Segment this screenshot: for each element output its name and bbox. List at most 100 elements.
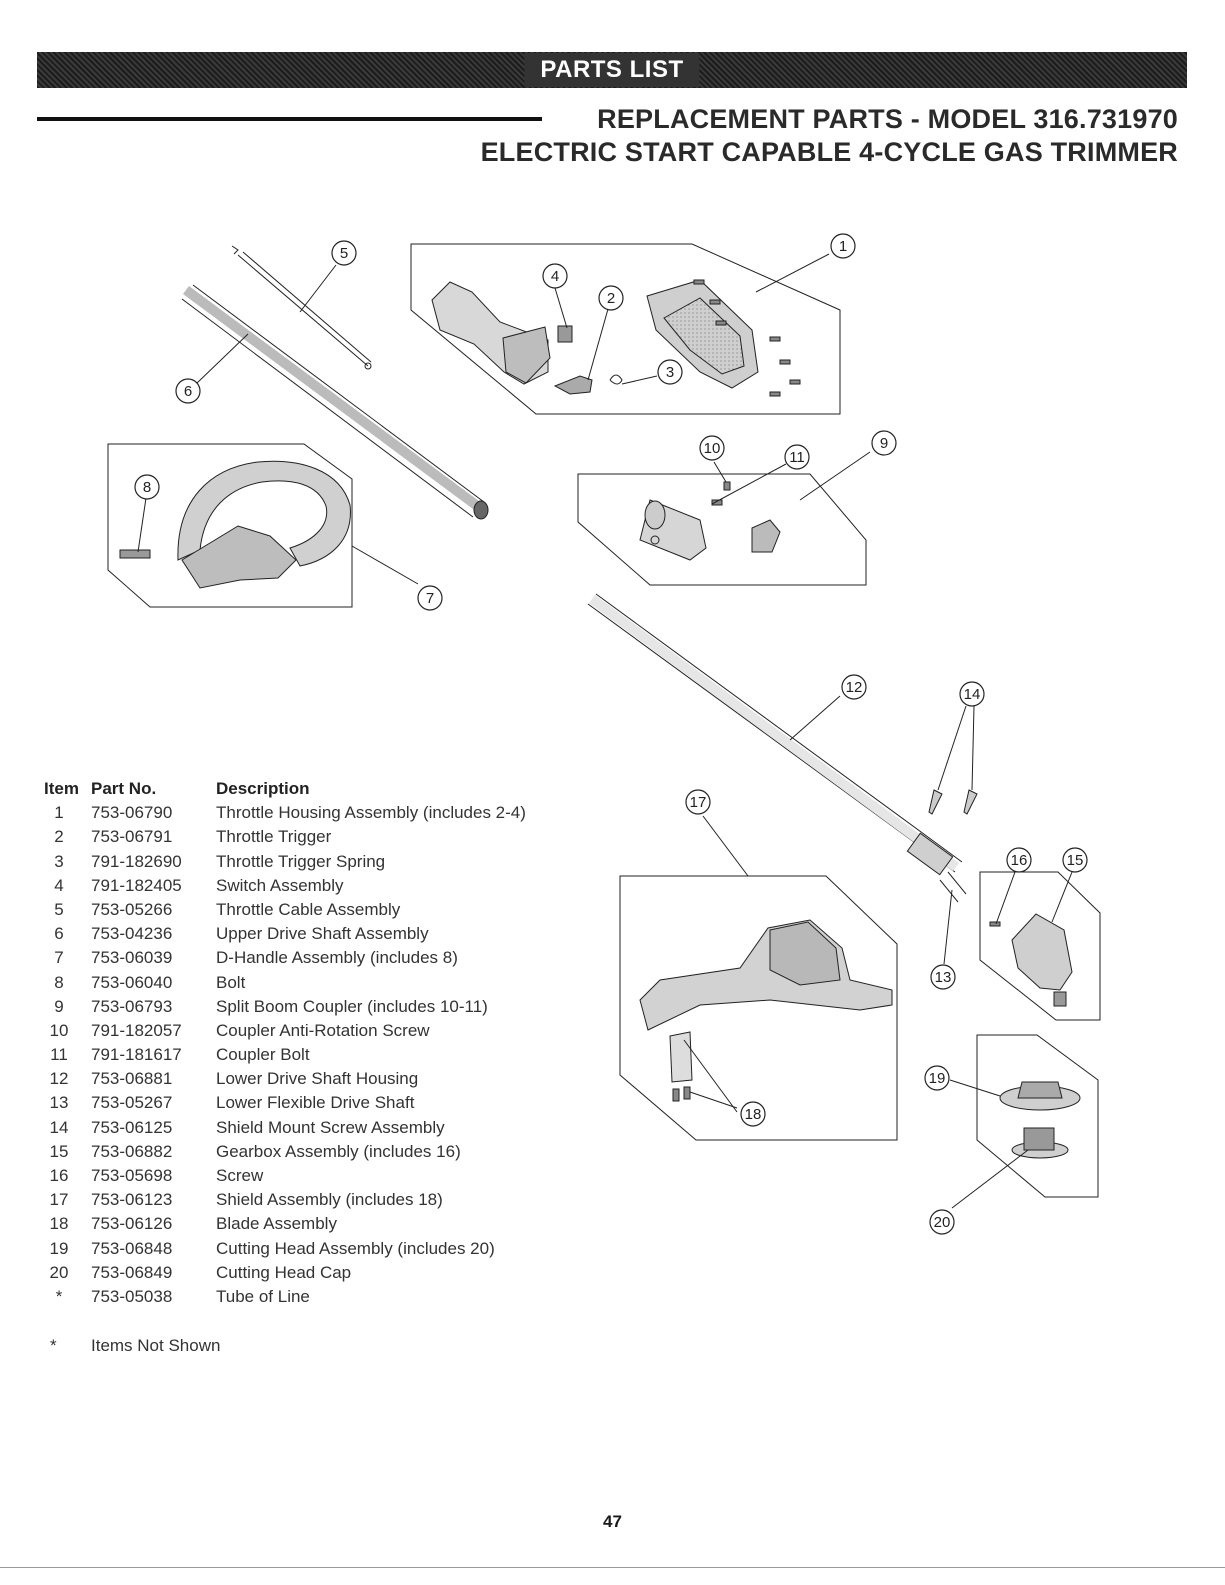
lower-drive-shaft-housing-part <box>587 593 967 903</box>
throttle-housing-parts <box>431 279 801 397</box>
cell-part-no: 753-06039 <box>91 948 173 968</box>
footnote-text: Items Not Shown <box>91 1336 221 1355</box>
cell-description: Blade Assembly <box>216 1214 337 1234</box>
cutting-head-part <box>999 1081 1081 1159</box>
cell-part-no: 753-06793 <box>91 996 173 1016</box>
cell-description: Coupler Anti-Rotation Screw <box>216 1020 430 1040</box>
cell-item: * <box>55 1286 63 1306</box>
cell-item: 15 <box>49 1141 69 1161</box>
svg-text:13: 13 <box>935 969 952 986</box>
svg-text:20: 20 <box>934 1214 951 1231</box>
bottom-rule <box>0 1567 1225 1568</box>
cell-description: Cutting Head Cap <box>216 1262 352 1282</box>
callout-20: 20 <box>929 1209 955 1235</box>
upper-drive-shaft-part <box>181 284 489 520</box>
cell-part-no: 753-06848 <box>91 1238 173 1258</box>
callout-11: 11 <box>784 444 810 470</box>
header-rule <box>37 117 542 121</box>
cell-part-no: 753-05038 <box>91 1286 173 1306</box>
callout-16: 16 <box>1006 847 1032 873</box>
svg-text:15: 15 <box>1067 852 1084 869</box>
cell-description: Coupler Bolt <box>216 1045 310 1065</box>
cell-part-no: 791-182405 <box>91 875 182 895</box>
cell-item: 14 <box>49 1117 69 1137</box>
cell-part-no: 753-06040 <box>91 972 173 992</box>
panel-shield <box>619 875 898 1141</box>
callout-7: 7 <box>417 585 443 611</box>
cell-description: Tube of Line <box>216 1286 310 1306</box>
cell-part-no: 753-06125 <box>91 1117 173 1137</box>
cell-description: Lower Flexible Drive Shaft <box>216 1093 415 1113</box>
callout-8: 8 <box>134 474 160 500</box>
shield-mount-screws-part <box>928 789 978 815</box>
cell-item: 11 <box>50 1045 68 1065</box>
cell-item: 20 <box>49 1262 69 1282</box>
callout-19: 19 <box>924 1065 950 1091</box>
callouts: 1 2 3 4 5 6 7 8 9 10 11 12 13 14 15 16 1… <box>134 233 1088 1235</box>
callout-18: 18 <box>740 1101 766 1127</box>
panel-gearbox <box>979 871 1101 1021</box>
cell-part-no: 753-06790 <box>91 803 173 823</box>
cell-part-no: 753-06123 <box>91 1190 173 1210</box>
svg-text:19: 19 <box>929 1070 946 1087</box>
cell-description: Shield Assembly (includes 18) <box>216 1190 443 1210</box>
svg-text:4: 4 <box>551 268 559 285</box>
cell-part-no: 753-06882 <box>91 1141 173 1161</box>
cell-part-no: 753-05698 <box>91 1166 173 1185</box>
cell-item: 17 <box>49 1190 69 1210</box>
cell-description: Shield Mount Screw Assembly <box>216 1117 445 1137</box>
cell-description: Throttle Cable Assembly <box>216 899 401 919</box>
cell-item: 6 <box>54 924 64 944</box>
callout-12: 12 <box>841 674 867 700</box>
cell-description: Split Boom Coupler (includes 10-11) <box>216 996 488 1016</box>
callout-14: 14 <box>959 681 985 707</box>
cell-item: 7 <box>54 948 64 968</box>
svg-text:10: 10 <box>704 440 721 457</box>
cell-description: Lower Drive Shaft Housing <box>216 1069 419 1089</box>
throttle-cable-part <box>231 245 372 370</box>
svg-text:17: 17 <box>690 794 707 811</box>
callout-3: 3 <box>657 359 683 385</box>
cell-description: Throttle Trigger Spring <box>216 851 386 871</box>
svg-text:8: 8 <box>143 479 151 496</box>
footnote-mark: * <box>50 1336 57 1355</box>
svg-text:11: 11 <box>789 449 805 466</box>
cell-item: 12 <box>49 1069 69 1089</box>
header-item: Item <box>44 779 79 798</box>
shield-part <box>639 919 893 1102</box>
callout-1: 1 <box>830 233 856 259</box>
exploded-parts-diagram: 1 2 3 4 5 6 7 8 9 10 11 12 13 14 15 16 1… <box>107 233 1101 1235</box>
svg-text:9: 9 <box>880 435 888 452</box>
header-banner: PARTS LIST <box>37 52 1187 88</box>
cell-item: 2 <box>54 827 64 847</box>
cell-item: 9 <box>54 996 64 1016</box>
cell-item: 4 <box>54 875 64 895</box>
cell-item: 1 <box>54 803 64 823</box>
page-number: 47 <box>603 1512 622 1531</box>
cell-item: 16 <box>49 1166 69 1185</box>
cell-description: Screw <box>216 1166 264 1185</box>
cell-part-no: 791-182057 <box>91 1020 182 1040</box>
callout-10: 10 <box>699 435 725 461</box>
svg-text:5: 5 <box>340 245 348 262</box>
svg-text:7: 7 <box>426 590 434 607</box>
page-subtitle: ELECTRIC START CAPABLE 4-CYCLE GAS TRIMM… <box>480 137 1178 167</box>
panel-boom-coupler <box>577 473 867 586</box>
cell-item: 19 <box>49 1238 69 1258</box>
cell-part-no: 791-181617 <box>91 1045 182 1065</box>
callout-15: 15 <box>1062 847 1088 873</box>
cell-part-no: 753-06126 <box>91 1214 173 1234</box>
cell-description: Gearbox Assembly (includes 16) <box>216 1141 461 1161</box>
cell-item: 18 <box>49 1214 69 1234</box>
boom-coupler-part <box>639 481 781 561</box>
callout-13: 13 <box>930 964 956 990</box>
svg-text:6: 6 <box>184 383 192 400</box>
callout-6: 6 <box>175 378 201 404</box>
svg-text:2: 2 <box>607 290 615 307</box>
cell-part-no: 753-06849 <box>91 1262 173 1282</box>
callout-17: 17 <box>685 789 711 815</box>
header-part-no: Part No. <box>91 779 157 798</box>
cell-part-no: 753-05267 <box>91 1093 173 1113</box>
cell-part-no: 753-06881 <box>91 1069 173 1089</box>
cell-part-no: 753-04236 <box>91 924 173 944</box>
